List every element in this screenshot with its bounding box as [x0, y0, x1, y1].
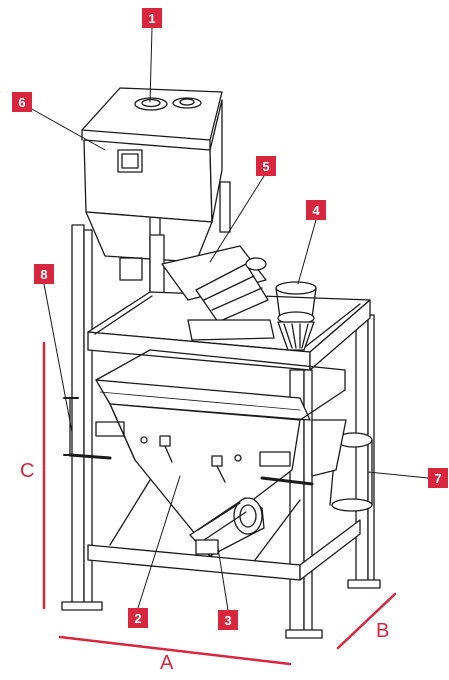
callout-6: 6: [12, 92, 32, 112]
leader-lines: [29, 27, 429, 611]
dimension-a-line: [58, 635, 292, 666]
screen-box: [68, 349, 346, 541]
dimension-label-c: C: [20, 460, 35, 482]
outlet-spout: [275, 281, 317, 351]
callout-2: 2: [128, 608, 148, 628]
callout-3: 3: [218, 610, 238, 630]
callout-1: 1: [142, 8, 162, 28]
suspension-mount: [63, 397, 79, 456]
dimension-b-line: [336, 592, 397, 650]
callout-8: 8: [34, 264, 54, 284]
side-discharge: [311, 419, 373, 512]
inlet-ports: [119, 97, 202, 281]
dimension-label-a: A: [160, 652, 174, 674]
feed-hopper: [81, 87, 223, 301]
vibration-motor: [189, 497, 265, 557]
callout-4: 4: [306, 200, 326, 220]
callout-5: 5: [256, 156, 276, 176]
callout-7: 7: [428, 468, 448, 488]
feeder-chute: [161, 245, 275, 341]
dimension-lines: [42, 341, 397, 666]
dimension-label-b: B: [376, 620, 390, 642]
